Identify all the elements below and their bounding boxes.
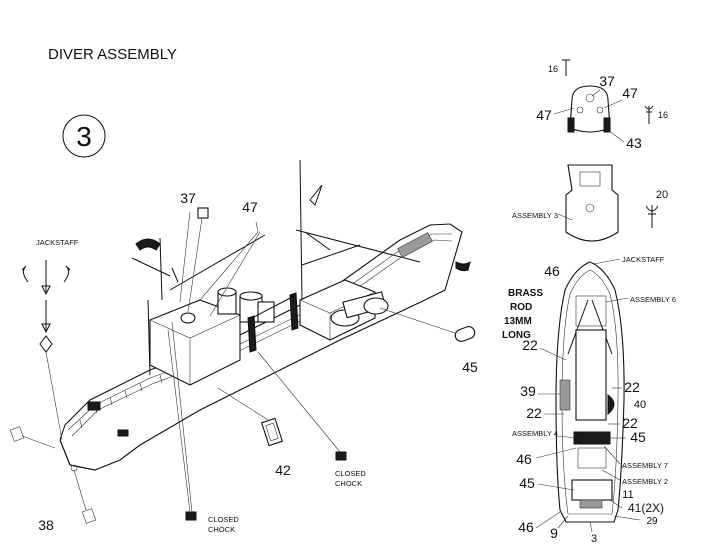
callout-3-deck: 3 [591,533,597,545]
closed-chock-part-1 [335,451,347,461]
callout-46-deck-top: 46 [544,263,560,279]
callout-45-deck-left: 45 [519,475,535,491]
closed-chock-label-2b: CHOCK [208,525,235,534]
assembly-3-label: ASSEMBLY 3 [512,211,558,220]
callout-22-deck-a: 22 [522,337,538,353]
callout-11-deck: 11 [622,489,633,501]
callout-16-top-left: 16 [548,64,558,74]
closed-chock-part-2 [185,511,197,521]
assembly-4-label: ASSEMBLY 4 [512,429,558,438]
deck-plan-view [555,261,625,523]
callout-43-top: 43 [626,135,642,151]
callout-9-deck: 9 [550,525,558,541]
part-37-small-box [197,207,209,219]
callout-45-deck-right: 45 [630,429,646,445]
callout-47-top-right: 47 [622,85,638,101]
jackstaff-detail-left [21,260,71,441]
brass-rod-label-4: LONG [502,330,531,341]
callout-38-main: 38 [38,517,54,533]
bell-detail [562,59,654,133]
stern-fittings [9,426,97,524]
jackstaff-label-left: JACKSTAFF [36,238,79,247]
closed-chock-label-2a: CLOSED [208,515,239,524]
callout-22-deck-b: 22 [526,405,542,421]
step-number-circle [62,114,106,158]
callout-29-deck: 29 [646,516,658,527]
callout-46-deck-bottom: 46 [518,519,534,535]
assembly-7-label: ASSEMBLY 7 [622,461,668,470]
page-title: DIVER ASSEMBLY [48,46,177,63]
closed-chock-label-1b: CHOCK [335,479,362,488]
closed-chock-label-1a: CLOSED [335,469,366,478]
callout-45-main: 45 [462,359,478,375]
callout-37-top: 37 [599,73,615,89]
callout-22-deck-c: 22 [622,415,638,431]
callout-22-deck-right: 22 [624,379,640,395]
callout-20-mid: 20 [656,189,668,201]
part-42-frame [260,417,284,447]
callout-41-deck: 41(2X) [628,501,664,515]
assembly-3-detail [565,164,659,242]
assembly-6-label: ASSEMBLY 6 [630,295,676,304]
callout-40-deck: 40 [634,399,646,411]
callout-46-deck-mid: 46 [516,451,532,467]
callout-47-top-left: 47 [536,107,552,123]
callout-39-deck: 39 [520,383,536,399]
brass-rod-label-2: ROD [510,302,532,313]
assembly-2-label: ASSEMBLY 2 [622,477,668,486]
callout-16-top-right: 16 [658,110,668,120]
brass-rod-label-1: BRASS [508,288,543,299]
main-ship-view [59,159,471,471]
jackstaff-label-right: JACKSTAFF [622,255,665,264]
callout-47-main: 47 [242,199,258,215]
brass-rod-label-3: 13MM [504,316,532,327]
callout-37-main: 37 [180,190,196,206]
callout-42-main: 42 [275,462,291,478]
part-45-cylinder [454,326,476,342]
step-number: 3 [76,121,92,152]
